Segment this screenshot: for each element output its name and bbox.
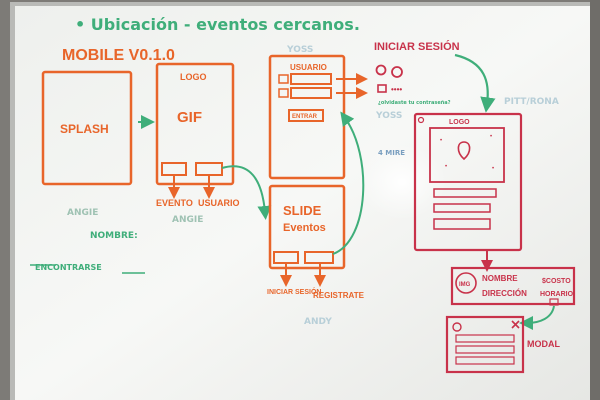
lock-icon (377, 84, 387, 93)
detail-card-sketch: IMG NOMBRE DIRECCIÓN $COSTO HORARIO (450, 266, 576, 306)
map-marker-dot: • (440, 138, 442, 144)
login-usuario-label: USUARIO (290, 63, 327, 72)
map-author: PITT/RONA (504, 97, 559, 107)
map-pin-icon (457, 141, 471, 161)
gif-screen-sketch: LOGO GIF (155, 62, 235, 186)
gif-label: GIF (177, 109, 202, 126)
detail-costo-label: $COSTO (542, 278, 571, 285)
slide-screen-sketch: SLIDE Eventos (268, 184, 346, 270)
usuario-label: USUARIO (198, 198, 240, 208)
evento-label: EVENTO (156, 198, 193, 208)
splash-label: SPLASH (60, 122, 109, 136)
board-title: • Ubicación - eventos cercanos. (75, 15, 360, 34)
login-submit-label: ENTRAR (292, 114, 318, 120)
map-screen-sketch: LOGO • • • • (413, 112, 523, 252)
cuatro-mire-annotation: 4 MIRE (378, 149, 405, 157)
iniciar-sesion-heading: INICIAR SESIÓN (374, 40, 460, 53)
slide-label: SLIDE (283, 203, 322, 218)
olvidaste-annotation: ¿olvidaste tu contraseña? (378, 100, 451, 106)
slide-iniciar-label: INICIAR SESIÓN (267, 287, 321, 296)
detail-horario-label: HORARIO (540, 291, 574, 298)
gif-author: ANGIE (172, 215, 203, 225)
modal-sketch (445, 315, 525, 374)
usuario-to-slide-arrow (221, 165, 272, 220)
user-icon (375, 64, 387, 76)
detail-to-modal-arrow (519, 305, 555, 330)
modal-close-icon (511, 320, 520, 329)
version-label: MOBILE V0.1.0 (62, 47, 175, 64)
splash-screen-sketch: SPLASH (41, 70, 133, 186)
slide-eventos-label: Eventos (283, 222, 326, 234)
detail-nombre-label: NOMBRE (482, 274, 518, 283)
nombre-annotation: NOMBRE: (90, 231, 138, 241)
encontrarse-dashes (30, 264, 145, 274)
slide-registrate-label: REGISTRATE (313, 291, 365, 300)
login-author: YOSS (375, 111, 402, 121)
login-to-map-arrow (454, 53, 496, 113)
map-logo-label: LOGO (449, 119, 470, 126)
modal-label: MODAL (527, 339, 560, 349)
map-marker-dot: • (490, 134, 492, 140)
detail-img-label: IMG (459, 282, 471, 288)
map-marker-dot: • (445, 164, 447, 170)
detail-direccion-label: DIRECCIÓN (482, 289, 527, 298)
email-at-icon (391, 66, 403, 78)
login-header-label: YOSS (286, 45, 313, 55)
map-marker-dot: • (492, 166, 494, 172)
encontrarse-annotation: ENCONTRARSE (35, 263, 102, 272)
registrate-to-login-arrow (332, 111, 365, 255)
password-dots: •••• (391, 85, 402, 94)
modal-avatar-icon (452, 322, 462, 332)
splash-author: ANGIE (67, 208, 98, 218)
gif-logo-label: LOGO (180, 72, 207, 82)
wall-edge (590, 0, 600, 400)
light-glare (357, 144, 447, 220)
slide-author: ANDY (304, 317, 332, 327)
